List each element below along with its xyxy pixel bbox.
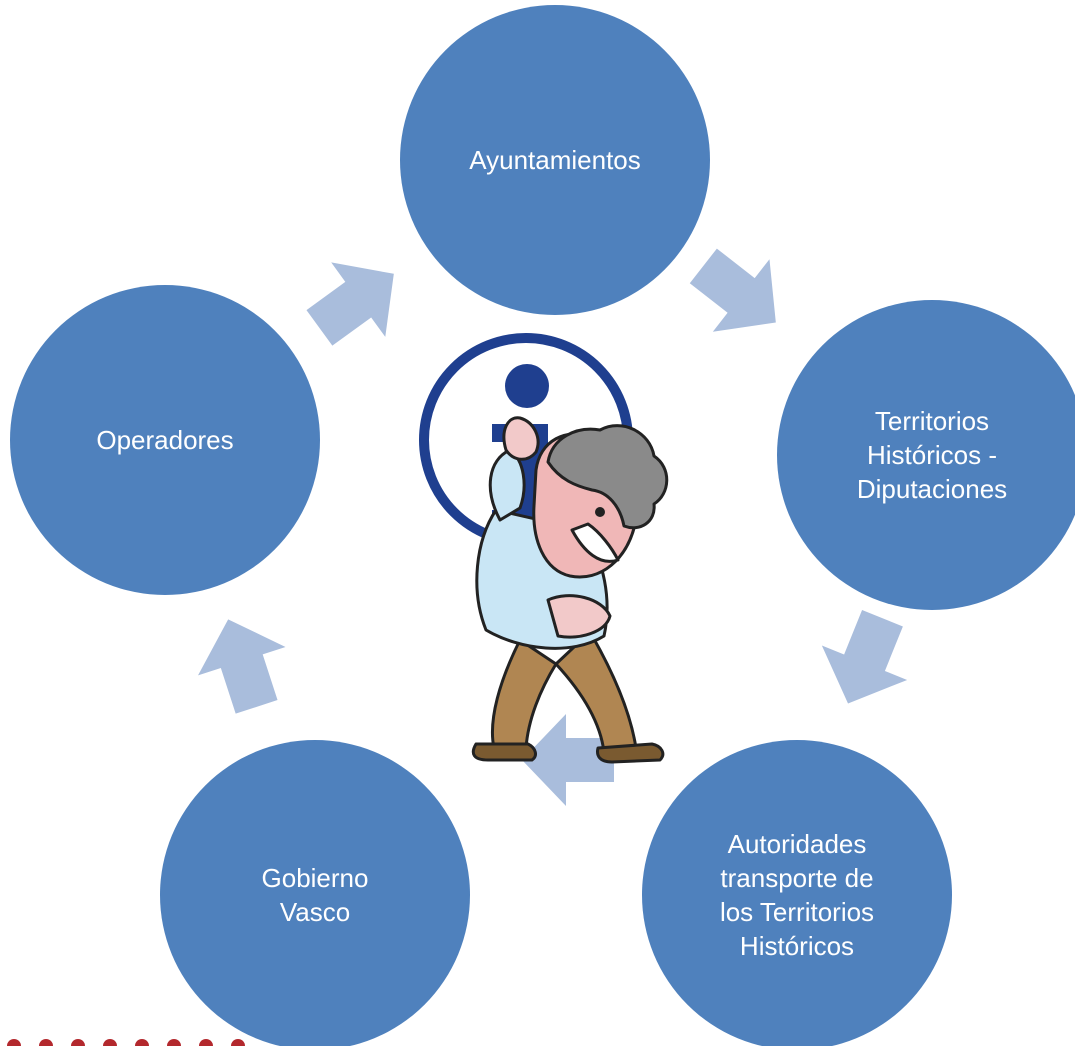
node-circle: [400, 5, 710, 315]
center-illustration: [419, 333, 669, 764]
node-label-line: Históricos -: [867, 440, 997, 470]
node-label-line: Territorios: [875, 406, 989, 436]
arrow-territorios-historicos-diputaciones-to-autoridades-transporte: [821, 609, 908, 704]
node-label-line: Operadores: [96, 425, 233, 455]
confused-person-figure: [471, 416, 669, 764]
node-label-line: Históricos: [740, 931, 854, 961]
node-label-line: los Territorios: [720, 897, 874, 927]
node-autoridades-transporte: Autoridades transporte de los TerritoriosH…: [642, 740, 952, 1050]
node-circle: [777, 300, 1075, 610]
node-label-line: transporte de: [720, 863, 873, 893]
arrow-gobierno-vasco-to-operadores: [198, 619, 286, 714]
node-label-line: Diputaciones: [857, 474, 1007, 504]
node-label-line: Gobierno: [262, 863, 369, 893]
arrows-layer: [198, 248, 908, 806]
arrow-operadores-to-ayuntamientos: [306, 262, 394, 346]
node-circle: [10, 285, 320, 595]
node-label-line: Ayuntamientos: [469, 145, 641, 175]
arrow-ayuntamientos-to-territorios-historicos-diputaciones: [689, 248, 776, 332]
node-label-line: Vasco: [280, 897, 350, 927]
node-circle: [642, 740, 952, 1050]
node-label-line: Autoridades: [728, 829, 867, 859]
arrow-autoridades-transporte-to-gobierno-vasco: [522, 714, 614, 806]
node-ayuntamientos: Ayuntamientos: [400, 5, 710, 315]
node-circle: [160, 740, 470, 1050]
node-operadores: Operadores: [10, 285, 320, 595]
corner-dots-decoration: [7, 1039, 245, 1051]
